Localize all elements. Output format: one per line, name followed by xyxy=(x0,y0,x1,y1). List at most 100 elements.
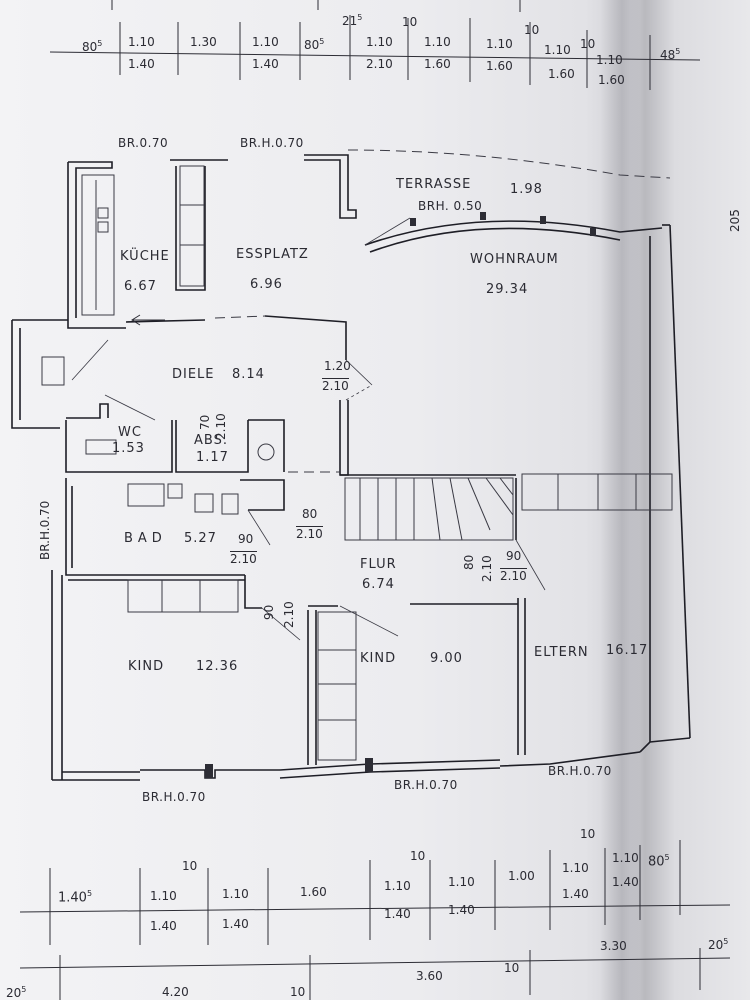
top-dim-12: 485 xyxy=(660,47,681,62)
bottom-dim-c2: 4.20 xyxy=(162,985,189,999)
room-kind1: KIND xyxy=(128,659,165,674)
top-dim-4a: 1.10 xyxy=(252,35,279,49)
bottom-dim-c3: 10 xyxy=(290,985,306,999)
top-dim-1: 805 xyxy=(82,39,103,54)
door-stair-height: 2.10 xyxy=(480,555,494,582)
bottom-dim-2a: 1.10 xyxy=(150,889,177,903)
door-kind-width: 90 xyxy=(262,604,276,620)
room-diele: DIELE xyxy=(172,367,215,382)
window-label-bad: BR.H.0.70 xyxy=(38,500,52,560)
top-dim-11b: 1.60 xyxy=(598,73,625,87)
bottom-dim-4: 1.60 xyxy=(300,885,327,899)
room-diele-area: 8.14 xyxy=(232,367,265,382)
room-wohnraum: WOHNRAUM xyxy=(470,252,559,267)
bottom-dim-10: 805 xyxy=(648,853,670,870)
top-dim-2b: 1.40 xyxy=(128,57,155,71)
bottom-dim-top-1: 10 xyxy=(182,859,198,873)
top-dim-6: 215 xyxy=(342,13,363,28)
room-kueche-area: 6.67 xyxy=(124,279,157,294)
door-diele-height: 2.10 xyxy=(322,378,349,393)
bottom-dim-c4: 3.60 xyxy=(416,969,443,983)
room-terrasse: TERRASSE xyxy=(396,177,472,192)
room-kind2: KIND xyxy=(360,651,397,666)
right-dim: 205 xyxy=(728,209,742,232)
room-abs-area: 1.17 xyxy=(196,450,229,465)
room-abs: ABS. xyxy=(194,433,228,448)
bottom-dim-2b: 1.40 xyxy=(150,919,177,933)
door-kind-height: 2.10 xyxy=(282,601,296,628)
room-eltern: ELTERN xyxy=(534,645,589,660)
window-label-essplatz: BR.H.0.70 xyxy=(240,136,304,150)
room-bad: BAD xyxy=(124,531,167,546)
door-bad-height: 2.10 xyxy=(230,551,257,566)
window-label-kind2: BR.H.0.70 xyxy=(394,778,458,792)
top-dim-10b: 1.60 xyxy=(548,67,575,81)
room-terrasse-area: 1.98 xyxy=(510,182,543,197)
room-wc-area: 1.53 xyxy=(112,441,145,456)
bottom-dim-9b: 1.40 xyxy=(612,875,639,889)
bottom-dim-6b: 1.40 xyxy=(448,903,475,917)
bottom-dim-c5: 10 xyxy=(504,961,520,975)
door-diele-width: 1.20 xyxy=(324,359,351,373)
room-wc: WC xyxy=(118,425,142,440)
bottom-dim-7: 1.00 xyxy=(508,869,535,883)
arrow xyxy=(131,314,165,326)
bottom-dim-9a: 1.10 xyxy=(612,851,639,865)
top-dim-8b: 1.60 xyxy=(424,57,451,71)
window-label-wohnraum: BRH. 0.50 xyxy=(418,199,483,213)
walls xyxy=(11,154,691,781)
window-label-kind1: BR.H.0.70 xyxy=(142,790,206,804)
fixtures xyxy=(41,165,673,761)
bottom-dim-r2: 205 xyxy=(708,937,729,952)
bottom-dim-8a: 1.10 xyxy=(562,861,589,875)
room-bad-area: 5.27 xyxy=(184,531,217,546)
room-kind1-area: 12.36 xyxy=(196,659,239,674)
room-kueche: KÜCHE xyxy=(120,249,170,264)
terrace-edge xyxy=(214,149,671,473)
bottom-dim-r1: 3.30 xyxy=(600,939,627,953)
top-dim-4b: 1.40 xyxy=(252,57,279,71)
book-gutter-shadow xyxy=(600,0,640,1000)
bottom-dim-3a: 1.10 xyxy=(222,887,249,901)
bottom-dim-5a: 1.10 xyxy=(384,879,411,893)
bottom-dim-8b: 1.40 xyxy=(562,887,589,901)
top-dim-7a: 1.10 xyxy=(366,35,393,49)
room-flur-area: 6.74 xyxy=(362,577,395,592)
bottom-dim-1: 1.405 xyxy=(58,889,93,906)
door-abs-width: 70 xyxy=(198,414,212,430)
bottom-dim-top-2: 10 xyxy=(410,849,426,863)
door-eltern-height: 2.10 xyxy=(500,568,527,583)
bottom-dim-3b: 1.40 xyxy=(222,917,249,931)
top-dim-8a: 1.10 xyxy=(424,35,451,49)
top-dim-11-top: 10 xyxy=(580,37,596,51)
room-wohnraum-area: 29.34 xyxy=(486,282,529,297)
top-dim-2a: 1.10 xyxy=(128,35,155,49)
top-dim-5: 805 xyxy=(304,37,325,52)
top-dim-8-top: 10 xyxy=(402,15,418,29)
bottom-dim-6a: 1.10 xyxy=(448,875,475,889)
door-flur-width: 80 xyxy=(302,507,318,521)
door-flur-height: 2.10 xyxy=(296,526,323,541)
top-dim-9a: 1.10 xyxy=(486,37,513,51)
bottom-dim-top-3: 10 xyxy=(580,827,596,841)
top-dim-10-top: 10 xyxy=(524,23,540,37)
bottom-dim-c1: 205 xyxy=(6,985,27,1000)
window-label-kueche: BR.0.70 xyxy=(118,136,169,150)
dimension-lines xyxy=(19,0,731,1000)
room-kind2-area: 9.00 xyxy=(430,651,463,666)
top-dim-9b: 1.60 xyxy=(486,59,513,73)
top-dim-3: 1.30 xyxy=(190,35,217,49)
door-stair-width: 80 xyxy=(462,554,476,570)
door-eltern-width: 90 xyxy=(506,549,522,563)
top-dim-11a: 1.10 xyxy=(596,53,623,67)
top-dim-7b: 2.10 xyxy=(366,57,393,71)
room-eltern-area: 16.17 xyxy=(606,643,649,658)
door-abs-height: 2.10 xyxy=(214,413,228,440)
window-label-eltern: BR.H.0.70 xyxy=(548,764,612,778)
bottom-dim-5b: 1.40 xyxy=(384,907,411,921)
room-flur: FLUR xyxy=(360,557,397,572)
top-dim-10a: 1.10 xyxy=(544,43,571,57)
window-ticks xyxy=(205,212,596,778)
